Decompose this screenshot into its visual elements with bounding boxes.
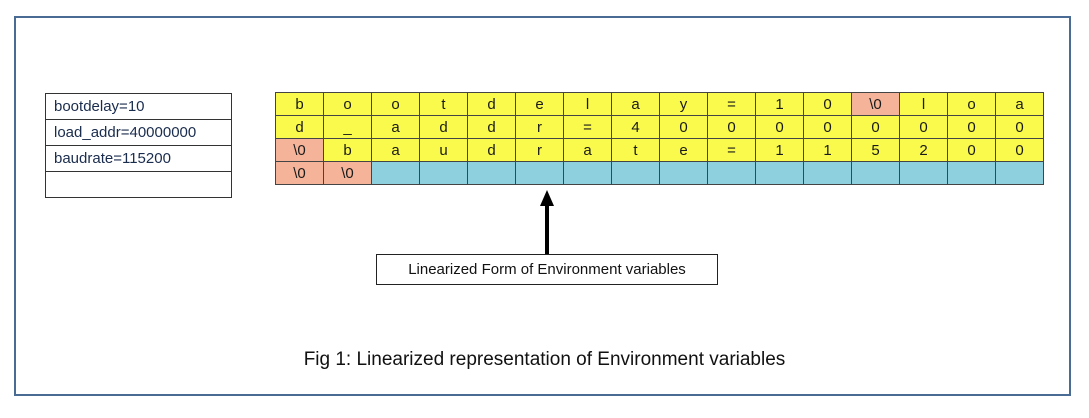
free-space-cell [419, 161, 468, 185]
char-cell: o [323, 92, 372, 116]
char-cell: 0 [899, 115, 948, 139]
char-cell: 0 [851, 115, 900, 139]
char-cell: a [611, 92, 660, 116]
null-terminator-cell: \0 [851, 92, 900, 116]
env-variable-row: baudrate=115200 [45, 145, 232, 172]
char-cell: e [659, 138, 708, 162]
char-cell: 2 [899, 138, 948, 162]
free-space-cell [515, 161, 564, 185]
char-cell: 1 [755, 92, 804, 116]
char-cell: a [371, 115, 420, 139]
char-cell: = [707, 92, 756, 116]
char-cell: = [563, 115, 612, 139]
char-cell: 0 [707, 115, 756, 139]
char-cell: y [659, 92, 708, 116]
free-space-cell [851, 161, 900, 185]
char-cell: d [419, 115, 468, 139]
free-space-cell [995, 161, 1044, 185]
free-space-cell [371, 161, 420, 185]
char-cell: l [563, 92, 612, 116]
free-space-cell [611, 161, 660, 185]
free-space-cell [467, 161, 516, 185]
char-cell: t [611, 138, 660, 162]
char-cell: 0 [947, 138, 996, 162]
char-cell: l [899, 92, 948, 116]
char-cell: t [419, 92, 468, 116]
env-variable-empty [45, 171, 232, 198]
figure-caption: Fig 1: Linearized representation of Envi… [303, 349, 786, 370]
env-variable-list: bootdelay=10 load_addr=40000000 baudrate… [45, 93, 232, 198]
arrow-head [540, 190, 554, 206]
char-cell: = [707, 138, 756, 162]
grid-row: \0\0 [275, 161, 1044, 185]
free-space-cell [947, 161, 996, 185]
char-cell: d [467, 115, 516, 139]
env-variable: baudrate=115200 [45, 145, 232, 172]
free-space-cell [563, 161, 612, 185]
char-cell: 0 [803, 115, 852, 139]
free-space-cell [707, 161, 756, 185]
char-cell: 0 [995, 115, 1044, 139]
arrow-label: Linearized Form of Environment variables [376, 254, 718, 285]
char-cell: e [515, 92, 564, 116]
char-cell: o [371, 92, 420, 116]
char-cell: a [995, 92, 1044, 116]
char-cell: 4 [611, 115, 660, 139]
null-terminator-cell: \0 [275, 138, 324, 162]
char-cell: d [467, 92, 516, 116]
char-cell: 1 [803, 138, 852, 162]
env-variable-row [45, 171, 232, 198]
char-cell: 0 [995, 138, 1044, 162]
char-cell: r [515, 138, 564, 162]
char-cell: 0 [803, 92, 852, 116]
